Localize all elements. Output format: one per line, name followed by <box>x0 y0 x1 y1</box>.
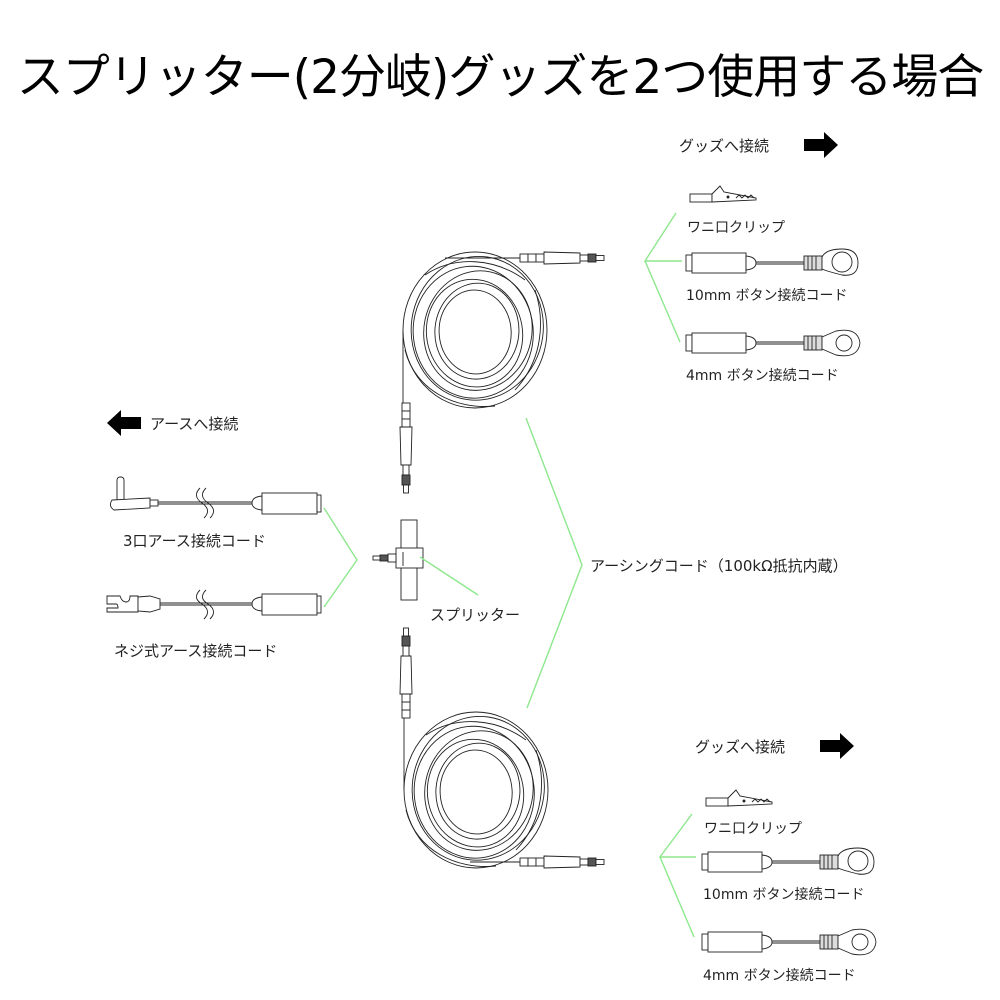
page-title: スプリッター(2分岐)グッズを2つ使用する場合 <box>16 50 984 105</box>
snap-button-4mm-icon <box>701 928 877 956</box>
goods-direction-label-upper: グッズへ接続 <box>679 137 770 155</box>
spade-terminal-icon <box>106 589 322 620</box>
outlet-cord-label: 3口アース接続コード <box>123 532 266 550</box>
earth-direction-label: アースへ接続 <box>150 415 239 433</box>
button-10mm-label-upper: 10mm ボタン接続コード <box>686 288 848 304</box>
alligator-clip-label-upper: ワニ口クリップ <box>687 220 785 236</box>
alligator-clip-icon <box>705 789 773 807</box>
earthing-cord-label: アーシングコード（100kΩ抵抗内蔵） <box>590 557 848 575</box>
arrow-right-icon <box>820 733 854 759</box>
snap-button-4mm-icon <box>685 329 861 357</box>
button-4mm-label-upper: 4mm ボタン接続コード <box>686 368 839 384</box>
outlet-plug-icon <box>109 476 322 519</box>
earthing-cord-upper <box>399 247 605 494</box>
splitter-label: スプリッター <box>430 606 521 624</box>
snap-button-10mm-icon <box>701 847 875 875</box>
earthing-cord-lower <box>399 627 605 870</box>
button-4mm-label-lower: 4mm ボタン接続コード <box>703 968 856 984</box>
button-10mm-label-lower: 10mm ボタン接続コード <box>703 887 865 903</box>
splitter-icon <box>372 519 424 601</box>
alligator-clip-icon <box>689 185 757 203</box>
snap-button-10mm-icon <box>685 248 859 276</box>
screw-cord-label: ネジ式アース接続コード <box>114 642 278 660</box>
arrow-left-icon <box>107 410 141 436</box>
annotation-lines <box>323 212 696 938</box>
alligator-clip-label-lower: ワニ口クリップ <box>704 821 802 837</box>
goods-direction-label-lower: グッズへ接続 <box>695 738 786 756</box>
arrow-right-icon <box>804 132 838 158</box>
